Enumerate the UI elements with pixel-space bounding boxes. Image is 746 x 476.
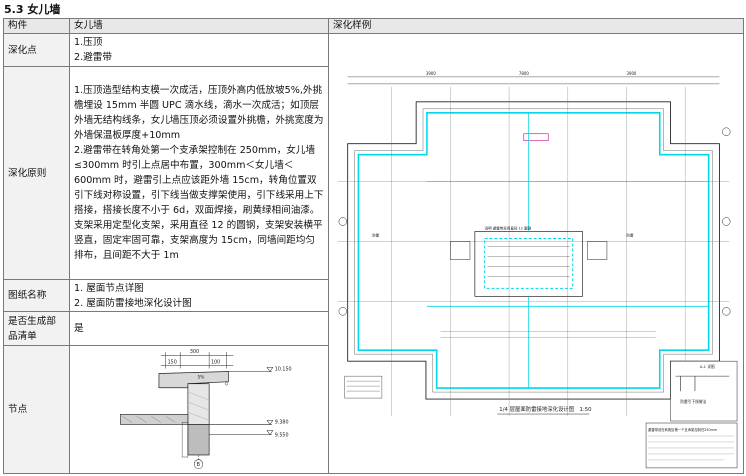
axis-label: B (197, 462, 201, 468)
roof-slab (120, 414, 189, 425)
row-label-node: 节点 (3, 344, 70, 475)
svg-text:3900: 3900 (626, 70, 636, 75)
row-label-bill: 是否生成部品清单 (3, 311, 70, 346)
note-detail-box (670, 360, 738, 421)
parapet-spec-table: 构件 女儿墙 深化样例 深化点 1.压顶 2.避雷带 (3, 17, 744, 475)
level-label: 10.150 (275, 367, 292, 373)
row-label-drawings: 图纸名称 (3, 278, 70, 313)
level-label: 9.380 (275, 420, 289, 426)
drawings-content: 1. 屋面节点详图 2. 屋面防雷接地深化设计图 (69, 278, 329, 313)
drawing-item: 1. 屋面节点详图 (74, 282, 144, 294)
parapet-wall (187, 383, 210, 426)
vent-right (587, 240, 608, 260)
edge-beam (187, 424, 210, 456)
points-content: 1.压顶 2.避雷带 (69, 33, 329, 68)
dim-label: 300 (190, 349, 199, 355)
vent-left (450, 240, 471, 260)
drawing-item: 2. 屋面防雷接地深化设计图 (74, 297, 192, 309)
level-label: 9.550 (275, 433, 289, 439)
point-item: 1.压顶 (74, 37, 103, 49)
note-detail-label: A-1 详图 (700, 364, 715, 369)
svg-text:7800: 7800 (519, 70, 529, 75)
principle-para-2: 2.避雷带在转角处第一个支承架控制在 250mm，女儿墙≤300mm 时引上点居… (74, 145, 324, 262)
principles-content: 1.压顶造型结构支模一次成活，压顶外高内低放坡5%,外挑檐埋设 15mm 半圆 … (69, 66, 329, 280)
lightning-plan-drawing: 3900 7800 3900 (337, 70, 738, 468)
note-text: 避雷带设在转角处第一个支承架控制在250mm (648, 427, 717, 432)
dim-label: 150 (168, 360, 177, 366)
roof-inner-outline (354, 108, 713, 392)
svg-text:防雷: 防雷 (626, 232, 633, 237)
point-item: 2.避雷带 (74, 52, 112, 64)
header-component-value: 女儿墙 (69, 17, 329, 35)
node-cell: 150 300 100 5% (69, 344, 329, 475)
row-label-principles: 深化原则 (3, 66, 70, 280)
slope-label: 5% (198, 375, 205, 381)
header-component: 构件 (3, 17, 70, 35)
parapet-node-detail: 150 300 100 5% (120, 349, 292, 470)
plan-caption: 1/4 层屋面防雷接地深化设计图 (499, 405, 574, 413)
stair-core (474, 230, 583, 297)
dim-label: 100 (211, 360, 220, 366)
lightning-strip (357, 111, 710, 389)
axis-bubble (193, 459, 204, 470)
bill-value: 是 (69, 311, 329, 346)
note-title: 防雷引下线做法 (680, 399, 706, 404)
svg-text:说明 避雷带采用直径 12 圆钢: 说明 避雷带采用直径 12 圆钢 (485, 225, 532, 230)
row-label-points: 深化点 (3, 33, 70, 68)
sample-drawing-cell: 3900 7800 3900 (328, 33, 744, 474)
principle-para-1: 1.压顶造型结构支模一次成活，压顶外高内低放坡5%,外挑檐埋设 15mm 半圆 … (74, 85, 324, 142)
plan-scale: 1:50 (580, 407, 593, 413)
svg-text:3900: 3900 (426, 70, 436, 75)
header-sample: 深化样例 (328, 17, 744, 35)
svg-text:防雷: 防雷 (372, 232, 379, 237)
section-heading: 5.3 女儿墙 (4, 3, 61, 16)
